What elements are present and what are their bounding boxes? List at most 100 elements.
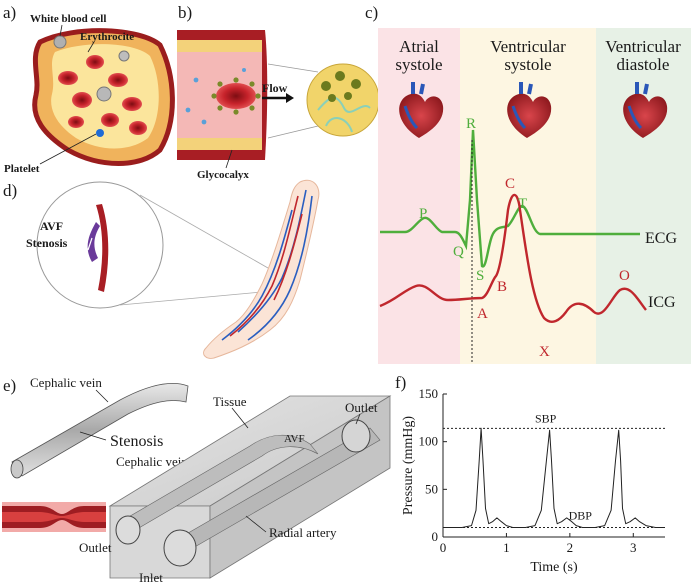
label-stenosis-e: Stenosis — [110, 433, 163, 450]
wave-label-s: S — [476, 268, 484, 284]
label-inlet: Inlet — [139, 570, 163, 585]
panel-e-letter: e) — [3, 376, 16, 395]
pressure-axis-title: Pressure (mmHg) — [401, 416, 416, 515]
x-tick-label: 0 — [440, 540, 447, 555]
label-radial-artery: Radial artery — [269, 525, 337, 540]
avf-zoom-circle — [36, 181, 164, 309]
label-stenosis-d: Stenosis — [26, 236, 68, 250]
y-tick-label: 150 — [419, 386, 439, 401]
panel-d-letter: d) — [3, 181, 17, 200]
erythrocytes — [58, 55, 147, 135]
zoom-line-top — [267, 63, 319, 73]
ventricular-systole-band — [460, 28, 596, 364]
label-glycocalyx: Glycocalyx — [197, 169, 249, 181]
glycocalyx-leader — [225, 149, 233, 169]
label-flow: Flow — [262, 81, 288, 95]
zoom-line-bottom — [267, 125, 319, 139]
wave-label-r: R — [466, 116, 476, 132]
cephalic-vein-top-leader — [95, 389, 109, 403]
wave-label-c: C — [505, 176, 515, 192]
stenosis-inset — [2, 502, 106, 532]
wave-label-b: B — [497, 279, 507, 295]
flow-arrow-head — [286, 93, 294, 103]
avf-flow-arrow — [83, 237, 93, 251]
stenosis-leader — [79, 431, 107, 441]
white-blood-cells — [53, 35, 130, 102]
wave-label-a: A — [477, 306, 488, 322]
label-tissue: Tissue — [213, 394, 247, 409]
label-cephalic-vein-top: Cephalic vein — [30, 375, 102, 390]
wave-label-o: O — [619, 268, 630, 284]
y-tick-label: 0 — [432, 529, 439, 544]
panel-f-letter: f) — [395, 373, 406, 392]
panel-d: d) AVF Stenosis — [3, 179, 320, 359]
dbp-label: DBP — [569, 508, 593, 522]
wave-labels: P Q R S T A B C X O — [419, 116, 630, 360]
heart-icon-atrial — [399, 82, 444, 138]
label-platelet: Platelet — [4, 163, 40, 175]
ventricular-diastole-band — [596, 28, 691, 364]
vessel-inner-top — [177, 40, 262, 52]
panel-e: e) Cephalic vein Stenosis Cephalic vein … — [2, 375, 392, 585]
panel-a-letter: a) — [3, 3, 16, 22]
platelet-dot — [96, 129, 104, 137]
wave-label-p: P — [419, 206, 427, 222]
atrial-systole-band — [378, 28, 460, 364]
platelet-leader — [39, 133, 97, 165]
erythrocyte-leader — [87, 41, 95, 53]
icg-label: ICG — [648, 294, 676, 311]
y-tick-label: 100 — [419, 434, 439, 449]
label-avf-e: AVF — [284, 433, 305, 445]
pressure-series-line — [443, 427, 665, 528]
cephalic-vein-tube — [11, 383, 189, 477]
phase-ventricular-diastole-line2: diastole — [617, 55, 670, 74]
ecg-label: ECG — [645, 230, 677, 247]
label-cephalic-vein-mid: Cephalic vein — [116, 454, 188, 469]
panel-c: c) Atrial systole Ventricular systole Ve… — [365, 3, 691, 364]
erythrocyte-in-flow — [216, 83, 256, 109]
avf-vein-red — [96, 204, 109, 292]
panel-b: b) Flow Glycocalyx — [177, 3, 380, 181]
outlet-right-leader — [355, 413, 361, 425]
vessel-inner-bottom — [177, 138, 262, 150]
phase-ventricular-systole-line1: Ventricular — [490, 37, 566, 56]
outlet-left-opening — [115, 515, 141, 545]
cephalic-vein-end — [10, 459, 24, 479]
avf-vein-purple — [87, 222, 100, 262]
inlet-opening — [163, 529, 197, 567]
time-axis-title: Time (s) — [530, 560, 578, 575]
label-erythrocyte: Erythrocite — [80, 31, 134, 43]
glycocalyx-zoom-detail — [317, 71, 371, 133]
outlet-right-opening — [341, 419, 371, 453]
label-outlet-left: Outlet — [79, 540, 112, 555]
sbp-label: SBP — [535, 411, 557, 425]
phase-atrial-line2: systole — [395, 55, 442, 74]
forearm-outline — [203, 179, 320, 359]
panel-b-letter: b) — [178, 3, 192, 22]
y-tick-label: 50 — [425, 481, 438, 496]
wbc-leader — [59, 24, 63, 37]
wave-label-q: Q — [453, 244, 464, 260]
zoom-line-lower — [119, 291, 263, 306]
plasma-particles — [185, 68, 246, 125]
heart-icon-ventricular-diastole — [623, 82, 668, 138]
phase-ventricular-systole-line2: systole — [504, 55, 551, 74]
icg-trace — [379, 193, 647, 323]
panel-c-letter: c) — [365, 3, 378, 22]
label-avf: AVF — [40, 219, 63, 233]
panel-a: a) White blood cell Erythrocite Platelet — [3, 3, 175, 175]
label-white-blood-cell: White blood cell — [30, 13, 106, 25]
glycocalyx-beads — [211, 77, 261, 115]
phase-atrial-line1: Atrial — [399, 37, 439, 56]
label-outlet-right: Outlet — [345, 400, 378, 415]
x-tick-label: 1 — [503, 540, 510, 555]
wave-label-x: X — [539, 344, 550, 360]
radial-artery-leader — [245, 515, 267, 533]
wave-label-t: T — [518, 196, 527, 212]
tissue-leader — [231, 407, 249, 429]
zoom-line-upper — [139, 194, 269, 269]
phase-ventricular-diastole-line1: Ventricular — [605, 37, 681, 56]
